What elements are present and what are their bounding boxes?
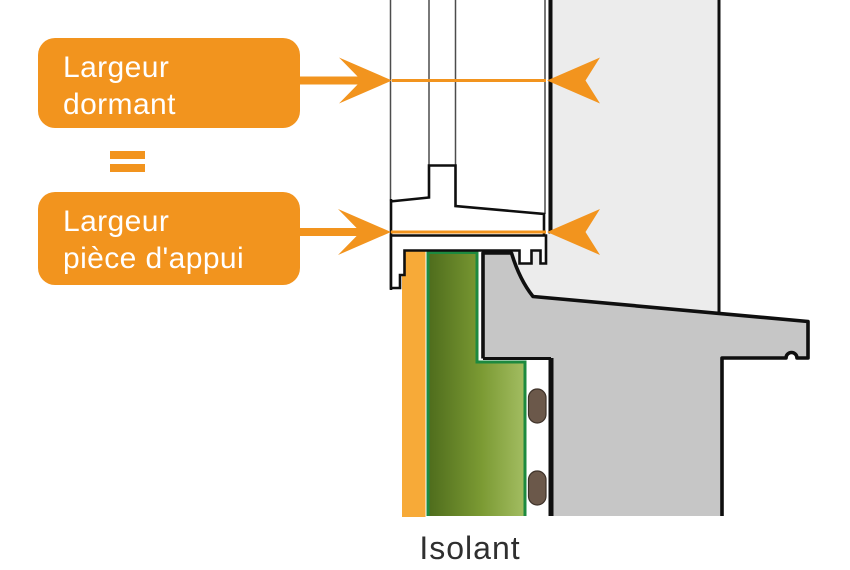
caption-isolant: Isolant [419, 530, 521, 566]
arrowhead-left-icon [547, 57, 600, 104]
measurement-arrow-dormant [298, 57, 600, 104]
fixing-dowel [527, 388, 547, 424]
equals-bar [110, 164, 145, 172]
equals-bar [110, 151, 145, 159]
label-line: pièce d'appui [63, 242, 245, 275]
concrete-sill [483, 253, 808, 516]
arrowhead-right-icon [338, 209, 391, 255]
sill-extension-piece [389, 234, 548, 290]
label-line: Largeur [63, 205, 170, 238]
concrete-sill-outline [481, 251, 810, 516]
fixing-dowel [527, 470, 547, 506]
equals-icon: = [110, 151, 145, 172]
insulation-panel [428, 252, 525, 516]
finishing-strip [402, 250, 426, 517]
insulation-panel-border [426, 251, 527, 516]
label-line: Largeur [63, 51, 170, 84]
arrowhead-right-icon [339, 57, 392, 104]
label-largeur-piece-appui: Largeur pièce d'appui [38, 192, 300, 285]
window-frame-profile [389, 164, 546, 237]
arrowhead-left-icon [547, 209, 600, 255]
label-largeur-dormant: Largeur dormant [38, 38, 300, 128]
wall-upper-section [511, 0, 719, 313]
label-line: dormant [63, 88, 176, 121]
measurement-arrow-appui [298, 209, 600, 255]
